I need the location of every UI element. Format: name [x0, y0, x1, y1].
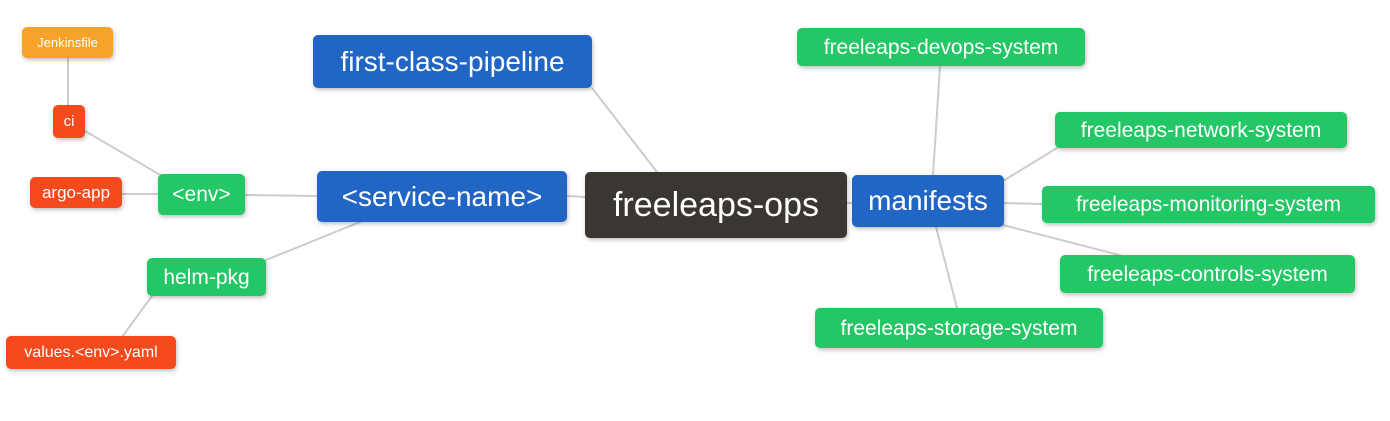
edge-manifests-storage — [935, 226, 958, 309]
node-freeleaps-ops[interactable]: freeleaps-ops — [585, 172, 847, 238]
node-freeleaps-network-system[interactable]: freeleaps-network-system — [1055, 112, 1347, 148]
edge-servicename-helmpkg — [265, 221, 361, 261]
node-first-class-pipeline[interactable]: first-class-pipeline — [313, 35, 592, 88]
edge-ci-env — [84, 130, 163, 177]
edge-manifests-devops — [932, 65, 941, 176]
node-argo-app[interactable]: argo-app — [30, 177, 122, 208]
node-service-name[interactable]: <service-name> — [317, 171, 567, 222]
edge-manifests-network — [1002, 147, 1058, 182]
node-freeleaps-storage-system[interactable]: freeleaps-storage-system — [815, 308, 1103, 348]
node-helm-pkg[interactable]: helm-pkg — [147, 258, 266, 296]
node-values-env-yaml[interactable]: values.<env>.yaml — [6, 336, 176, 369]
node-freeleaps-devops-system[interactable]: freeleaps-devops-system — [797, 28, 1085, 66]
node-manifests[interactable]: manifests — [852, 175, 1004, 227]
edge-manifests-controls — [1002, 224, 1128, 258]
edge-pipeline-ops — [591, 87, 658, 173]
edge-servicename-ops — [566, 195, 586, 198]
edge-manifests-monitoring — [1001, 202, 1043, 205]
node-env[interactable]: <env> — [158, 174, 245, 215]
node-freeleaps-monitoring-system[interactable]: freeleaps-monitoring-system — [1042, 186, 1375, 223]
edge-helmpkg-values — [121, 295, 153, 338]
node-ci[interactable]: ci — [53, 105, 85, 138]
node-freeleaps-controls-system[interactable]: freeleaps-controls-system — [1060, 255, 1355, 293]
node-jenkinsfile[interactable]: Jenkinsfile — [22, 27, 113, 58]
edge-env-servicename — [244, 194, 318, 197]
